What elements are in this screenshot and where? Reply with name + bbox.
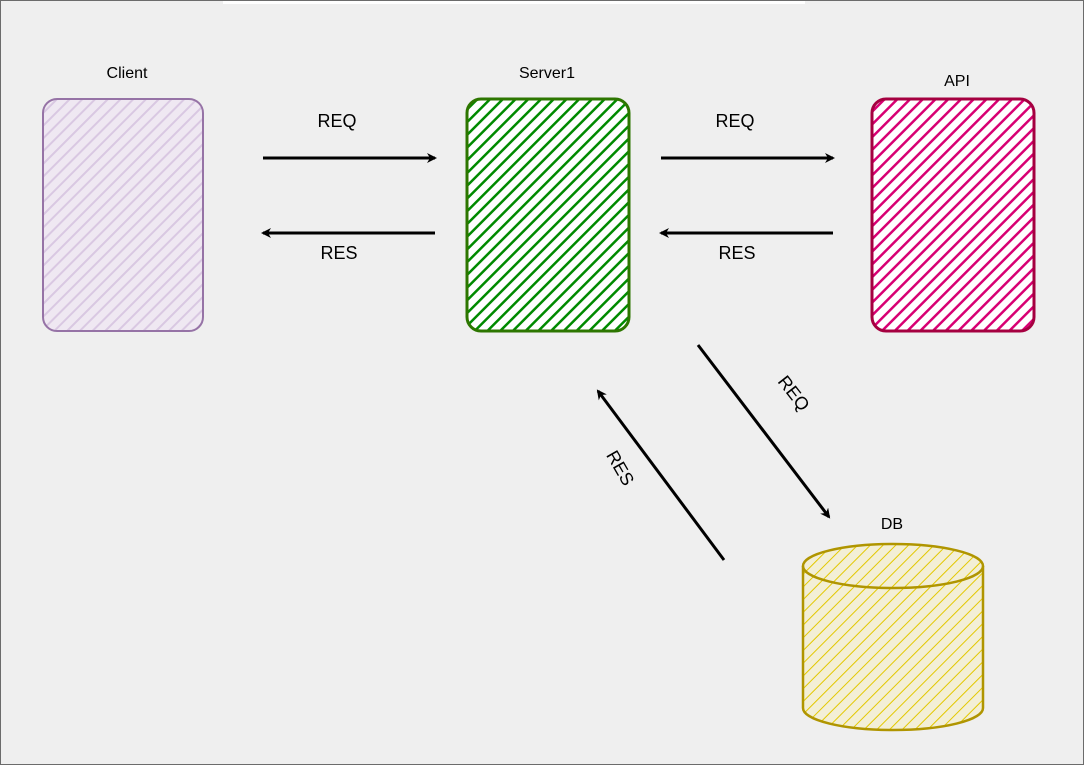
- server1-label: Server1: [519, 65, 575, 82]
- api-to-server-res-label: RES: [718, 243, 755, 263]
- client-node[interactable]: [42, 98, 204, 332]
- db-label: DB: [881, 516, 903, 533]
- server-to-client-res-label: RES: [320, 243, 357, 263]
- client-to-server-req-label: REQ: [317, 111, 356, 131]
- api-node[interactable]: [870, 97, 1036, 333]
- api-label: API: [944, 73, 970, 90]
- server-to-db-req-label: REQ: [774, 372, 814, 415]
- db-to-server-res-label: RES: [602, 447, 638, 489]
- canvas-top-strip: [223, 1, 805, 4]
- db-to-server-res-arrow[interactable]: [596, 389, 726, 561]
- server-to-api-req-label: REQ: [715, 111, 754, 131]
- client-label: Client: [107, 65, 148, 82]
- server1-node[interactable]: [465, 97, 631, 333]
- db-node[interactable]: [801, 542, 985, 732]
- server-to-db-req-arrow[interactable]: [696, 344, 831, 519]
